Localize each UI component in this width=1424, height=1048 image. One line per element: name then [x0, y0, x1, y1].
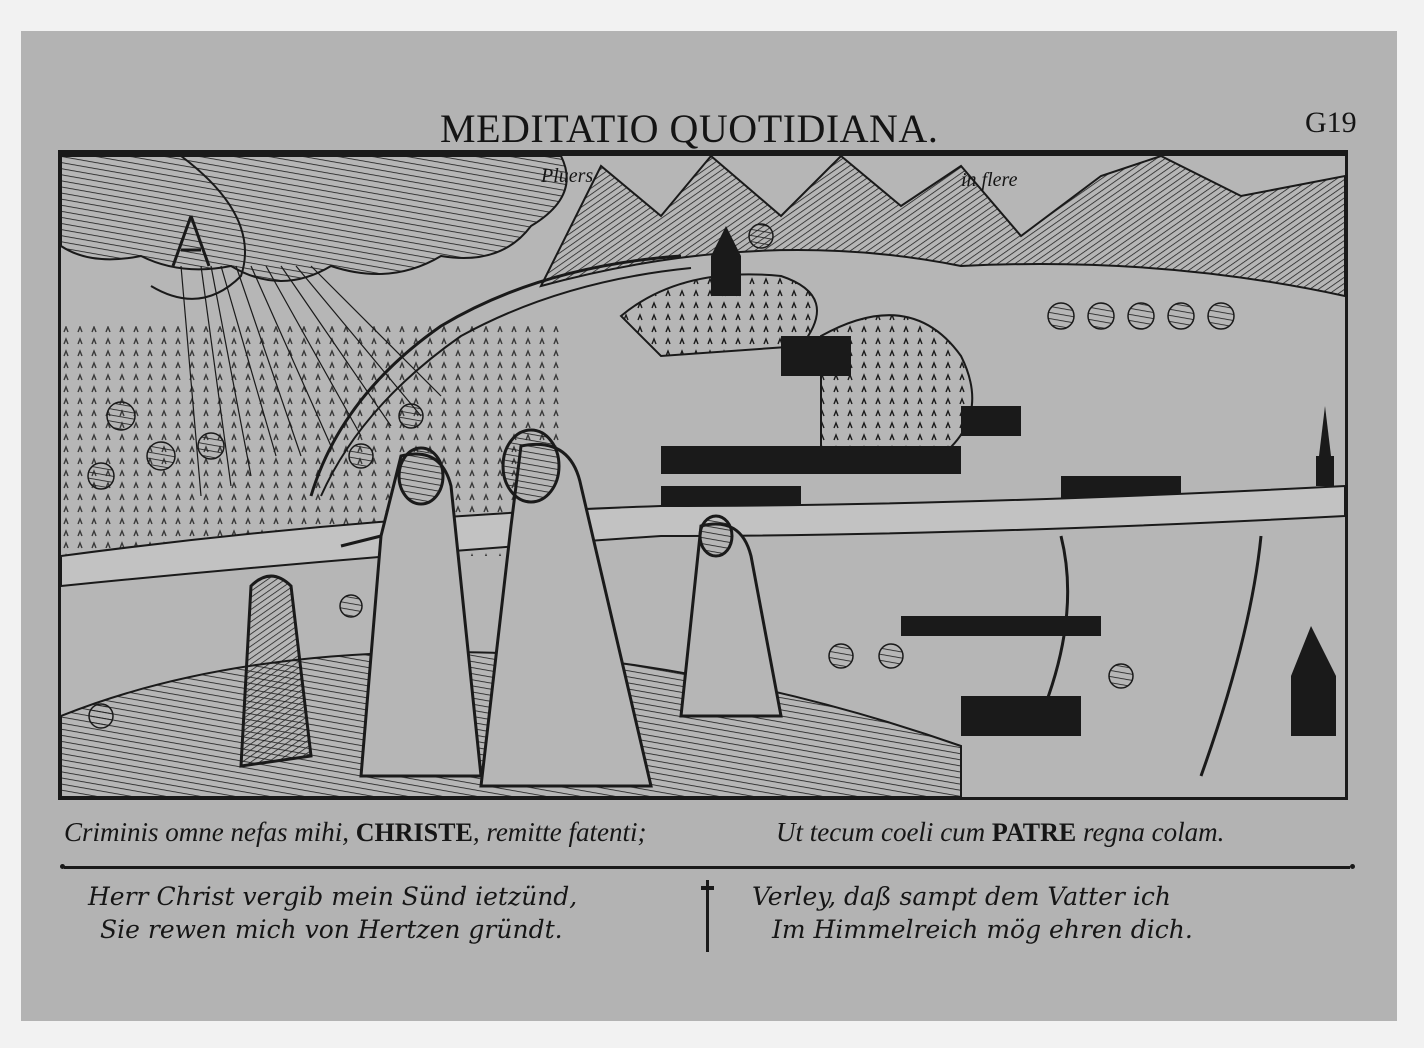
page-title: MEDITATIO QUOTIDIANA. — [440, 106, 939, 151]
latin-caption-right: Ut tecum coeli cum PATRE regna colam. — [776, 817, 1225, 847]
latin-caption-left: Criminis omne nefas mihi, CHRISTE, remit… — [64, 817, 647, 847]
label-pluers: Pluers — [540, 165, 593, 187]
storm-clouds — [61, 156, 568, 300]
engraving-plate: Pluers in flere — [58, 153, 1348, 800]
praying-family — [239, 428, 783, 788]
german-verse-right: Verley, daß sampt dem Vatter ich Im Himm… — [752, 882, 1193, 944]
title-rule — [58, 150, 1348, 153]
caption-rule — [64, 866, 1350, 869]
landscape-illustration: Pluers in flere — [61, 156, 1345, 797]
verse-divider — [701, 880, 714, 952]
mountains — [539, 156, 1345, 298]
german-verse-left: Herr Christ vergib mein Sünd ietzünd, Si… — [88, 882, 578, 944]
folio-number: G19 — [1305, 106, 1357, 139]
town — [661, 226, 1336, 736]
trees — [87, 223, 1235, 729]
rule-end-left — [60, 864, 65, 869]
label-in-flere: in flere — [961, 169, 1018, 191]
rule-end-right — [1350, 864, 1355, 869]
